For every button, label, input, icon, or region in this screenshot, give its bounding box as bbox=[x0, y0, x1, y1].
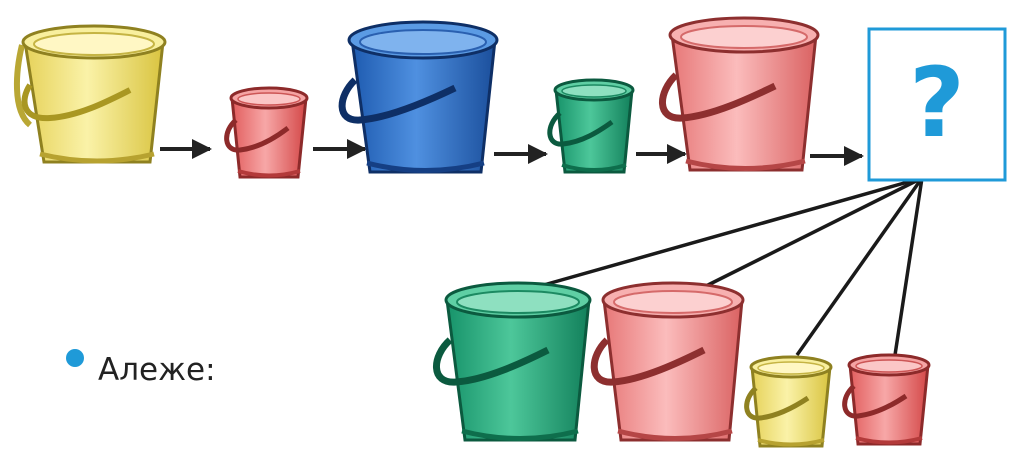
bucket-yellow-large bbox=[17, 26, 165, 162]
bullet-icon bbox=[66, 349, 84, 367]
connector-line-3 bbox=[797, 178, 922, 355]
question-mark-icon: ? bbox=[909, 47, 965, 159]
bucket-pink-large bbox=[662, 18, 818, 170]
option-bucket-green-large[interactable] bbox=[436, 283, 590, 440]
option-bucket-red-small[interactable] bbox=[845, 355, 929, 444]
option-bucket-pink-large[interactable] bbox=[594, 283, 743, 440]
bucket-red-small bbox=[227, 88, 307, 177]
option-bucket-yellow-small[interactable] bbox=[747, 357, 831, 446]
bucket-blue-large bbox=[342, 22, 497, 172]
connector-line-1 bbox=[526, 178, 922, 290]
connector-line-4 bbox=[895, 178, 922, 355]
bucket-green-small bbox=[550, 80, 633, 172]
connector-line-2 bbox=[688, 178, 922, 295]
choose-label: Алеже: bbox=[98, 355, 216, 386]
question-box: ? bbox=[869, 29, 1005, 180]
